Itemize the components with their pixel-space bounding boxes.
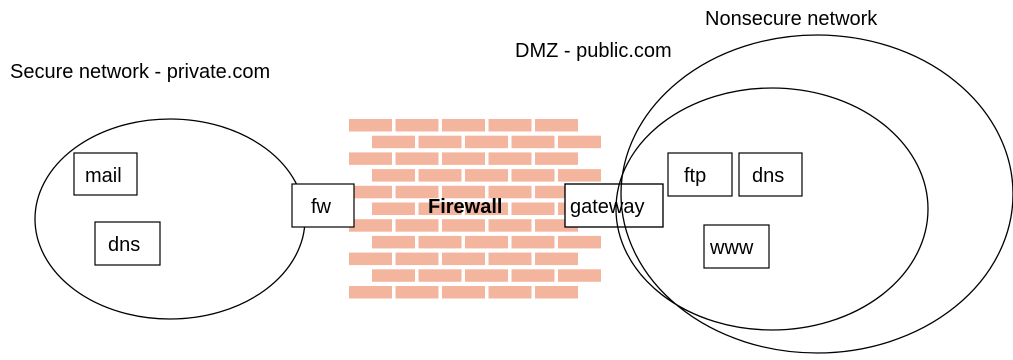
fw-host-label: fw [311,196,332,218]
dmz-boundary [615,87,929,331]
firewall-brick [558,269,601,282]
secure-network-label: Secure network - private.com [10,61,270,83]
firewall-brick [372,202,415,215]
dmz-label: DMZ - public.com [515,40,672,62]
firewall-brick [349,219,392,232]
nonsecure-network-boundary [620,34,1013,354]
firewall-brick [465,269,508,282]
gateway-host-outline [564,183,664,228]
firewall-brick [372,235,415,249]
firewall-brick [442,152,485,165]
firewall-brick [418,202,462,215]
firewall-brick [418,169,462,182]
www-host-box[interactable] [703,224,770,269]
firewall-brick [535,152,578,165]
firewall-brick [442,252,485,266]
dmz-dns-host-label: dns [752,165,784,187]
secure-dns-host-box[interactable] [94,221,161,266]
firewall-brick-wall [349,119,601,299]
firewall-brick [442,119,485,132]
firewall-brick [372,135,415,149]
firewall-brick [511,202,555,215]
firewall-label: Firewall [428,196,502,218]
firewall-brick [511,269,555,282]
dmz-dns-host-box[interactable] [738,152,803,197]
secure-network-boundary [34,118,306,320]
firewall-brick [395,152,439,165]
firewall-brick [535,252,578,266]
firewall-brick [395,119,439,132]
secure-dns-host-label: dns [108,234,140,256]
firewall-brick [349,152,392,165]
nonsecure-network-label: Nonsecure network [705,8,878,30]
gateway-host-label: gateway [570,196,645,218]
firewall-brick [372,169,415,182]
firewall-brick [488,219,532,232]
firewall-brick [558,169,601,182]
firewall-brick [488,252,532,266]
firewall-brick [535,286,578,299]
firewall-brick [535,119,578,132]
firewall-brick [465,202,508,215]
mail-host-label: mail [85,165,122,187]
ftp-host-box[interactable] [667,152,733,197]
firewall-brick [349,252,392,266]
firewall-brick [395,185,439,199]
firewall-brick [558,235,601,249]
firewall-brick [349,119,392,132]
firewall-brick [395,286,439,299]
firewall-brick [442,219,485,232]
firewall-brick [465,235,508,249]
firewall-brick [418,269,462,282]
firewall-brick [442,185,485,199]
firewall-brick [418,235,462,249]
firewall-brick [465,169,508,182]
fw-host-box[interactable] [291,183,355,228]
firewall-brick [349,185,392,199]
mail-host-box[interactable] [73,152,138,196]
firewall-brick [488,286,532,299]
firewall-brick [349,286,392,299]
firewall-brick [511,169,555,182]
firewall-brick [395,219,439,232]
firewall-brick [488,185,532,199]
firewall-brick [465,135,508,149]
firewall-brick [395,252,439,266]
firewall-brick [442,286,485,299]
firewall-brick [488,152,532,165]
firewall-brick [418,135,462,149]
www-host-label: www [709,237,754,259]
firewall-brick [511,235,555,249]
ftp-host-label: ftp [684,165,706,187]
firewall-brick [488,119,532,132]
firewall-brick [558,135,601,149]
firewall-brick [511,135,555,149]
firewall-brick [372,269,415,282]
